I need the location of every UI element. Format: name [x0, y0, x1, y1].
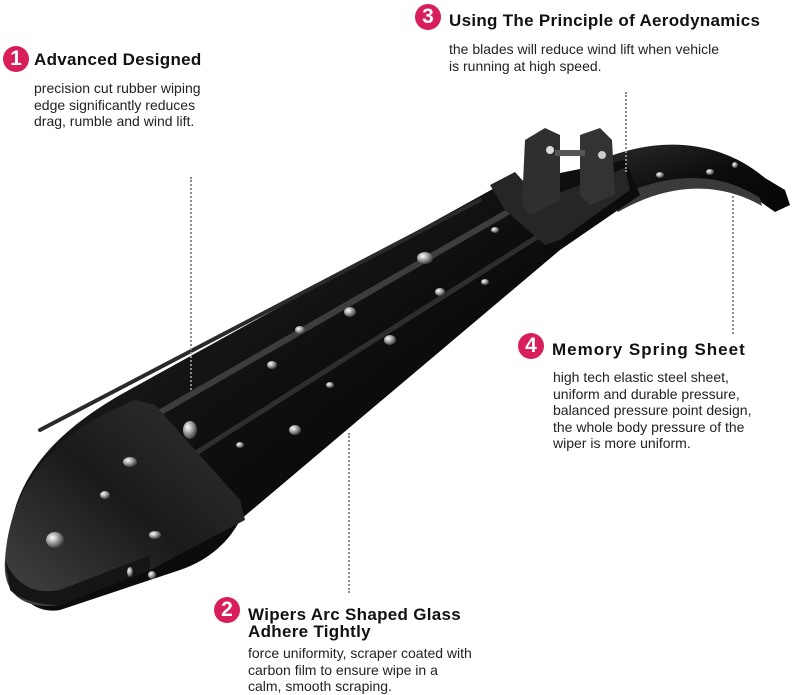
feature-4-title: Memory Spring Sheet [552, 340, 746, 359]
adapter-bracket [522, 128, 560, 215]
number-badge-4: 4 [518, 333, 544, 359]
number-badge-1: 1 [3, 46, 29, 72]
number-badge-3: 3 [415, 4, 441, 30]
feature-1-title: Advanced Designed [34, 50, 202, 69]
water-droplets [46, 162, 738, 579]
feature-1-description: precision cut rubber wiping edge signifi… [34, 80, 201, 129]
feature-2-title-line-1: Wipers Arc Shaped Glass [248, 605, 462, 624]
wiper-end-cap [4, 400, 245, 606]
feature-3-title: Using The Principle of Aerodynamics [449, 11, 761, 30]
number-badge-2: 2 [214, 597, 240, 623]
leader-line-4 [732, 196, 734, 334]
feature-2-description: force uniformity, scraper coated with ca… [248, 645, 472, 694]
feature-2-title-line-2: Adhere Tightly [248, 622, 371, 641]
leader-line-1 [190, 177, 192, 390]
leader-line-2 [348, 433, 350, 593]
feature-3-description: the blades will reduce wind lift when ve… [449, 41, 720, 74]
leader-line-3 [625, 92, 627, 172]
feature-4-description: high tech elastic steel sheet, uniform a… [553, 369, 752, 451]
